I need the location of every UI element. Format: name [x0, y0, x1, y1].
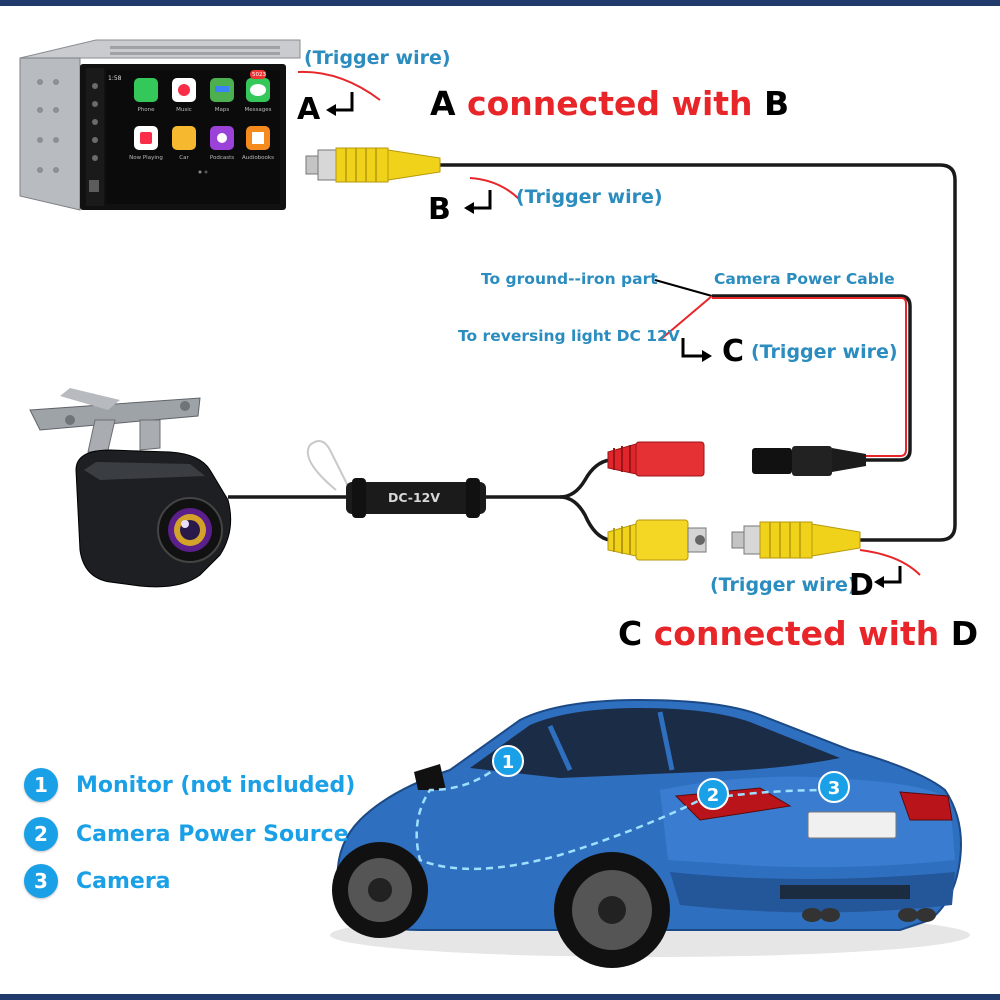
trigger-label-c: (Trigger wire) [751, 341, 898, 363]
letter-c-power: C [722, 334, 745, 369]
letter-b: B [428, 192, 451, 227]
camera-unit [29, 388, 232, 588]
legend-item-monitor: 1 Monitor (not included) [24, 768, 355, 802]
legend-number-2: 2 [24, 817, 58, 851]
ground-wire [654, 279, 713, 297]
trigger-wire-a [297, 70, 381, 101]
legend-number-3: 3 [24, 864, 58, 898]
headline-ab-middle: connected with [467, 84, 753, 123]
legend-item-power-source: 2 Camera Power Source [24, 817, 349, 851]
app-label-now-playing: Now Playing [129, 155, 163, 161]
headline-ab-left: A [430, 84, 456, 123]
reversing-light-label: To reversing light DC 12V [458, 327, 680, 345]
dc-12v-text: DC-12V [388, 490, 440, 505]
letter-a: A [297, 92, 321, 127]
legend-number-1: 1 [24, 768, 58, 802]
headline-cd-right: D [950, 614, 979, 653]
rca-plug-monitor [305, 147, 441, 183]
app-label-music: Music [176, 107, 192, 113]
app-grid [134, 70, 270, 150]
video-extension-cable [440, 163, 957, 542]
headline-ab-right: B [764, 84, 790, 123]
app-phone-icon [134, 78, 158, 102]
app-label-maps: Maps [215, 107, 230, 113]
headline-cd-left: C [618, 614, 643, 653]
letter-d: D [849, 568, 874, 603]
camera-power-cable [712, 294, 912, 462]
trigger-wire-b [469, 177, 521, 201]
legend-label-power-source: Camera Power Source [76, 821, 349, 847]
power-wire-12v [659, 295, 713, 341]
trigger-label-d: (Trigger wire) [710, 574, 857, 596]
car-marker-3: 3 [818, 771, 850, 803]
headline-cd-middle: connected with [653, 614, 940, 653]
app-label-audiobooks: Audiobooks [242, 155, 274, 161]
dc-plug-male [752, 446, 866, 476]
trigger-label-b: (Trigger wire) [516, 186, 663, 208]
rca-female-yellow [607, 519, 707, 561]
legend-label-camera: Camera [76, 868, 171, 894]
trigger-loop-wire [306, 440, 351, 491]
car-marker-1: 1 [492, 745, 524, 777]
app-car-icon [172, 126, 196, 150]
headline-c-connected-d: C connected with D [618, 614, 978, 653]
legend-item-camera: 3 Camera [24, 864, 171, 898]
screen-time: 1:58 [108, 75, 122, 82]
rca-female-red [607, 441, 705, 477]
app-label-car: Car [179, 155, 189, 161]
headline-a-connected-b: A connected with B [430, 84, 789, 123]
app-labels: Phone Music Maps Messages Now Playing Ca… [129, 107, 274, 161]
car-illustration [330, 698, 970, 968]
trigger-label-a: (Trigger wire) [304, 47, 451, 69]
app-label-phone: Phone [137, 107, 155, 113]
app-label-podcasts: Podcasts [210, 155, 234, 161]
car-marker-1-number: 1 [502, 752, 515, 773]
camera-power-label: Camera Power Cable [714, 270, 895, 288]
dc-12v-box [346, 478, 486, 518]
car-marker-3-number: 3 [828, 778, 841, 799]
monitor-unit: Phone Music Maps Messages Now Playing Ca… [19, 39, 301, 211]
app-label-messages: Messages [245, 107, 272, 113]
car-marker-2-number: 2 [707, 785, 720, 806]
screen-badge: 5023 [252, 72, 266, 78]
trigger-wire-d [859, 549, 921, 576]
rca-male-yellow [731, 521, 861, 559]
car-marker-2: 2 [697, 778, 729, 810]
ground-label: To ground--iron part [481, 270, 658, 288]
legend-label-monitor: Monitor (not included) [76, 772, 356, 798]
